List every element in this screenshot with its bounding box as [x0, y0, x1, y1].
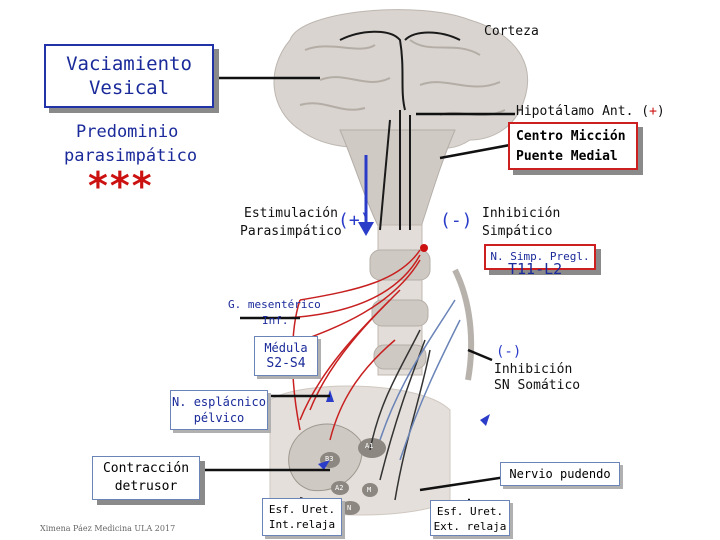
esf-ext-line2: Ext. relaja [433, 520, 507, 533]
nervio-pudendo-box: Nervio pudendo [500, 462, 620, 486]
cortical-pathways [339, 30, 461, 231]
esf-ext-line1: Esf. Uret. [436, 505, 504, 518]
centro-miccion-box: Centro Micción Puente Medial [508, 122, 638, 170]
esplacnico-box: N. esplácnico pélvico [170, 390, 268, 430]
contraccion-line1: Contracción [102, 461, 190, 476]
brain-illustration [273, 9, 529, 231]
t11-label: T11-L2 [508, 260, 563, 278]
somatic-nerve-paths [369, 329, 431, 501]
inhibicion-sn-line2: SN Somático [494, 378, 581, 393]
corteza-label: Corteza [484, 24, 539, 39]
title-box: Vaciamiento Vesical [44, 44, 214, 108]
medula-line2: S2-S4 [266, 356, 306, 371]
estimulacion-line2: Parasimpático [240, 224, 342, 239]
blue-down-arrow [358, 155, 374, 236]
hipotalamo-label: Hipotálamo Ant. (+) [516, 104, 665, 119]
inhibicion-line1: Inhibición [482, 206, 561, 221]
minus-somatico: (-) [496, 344, 522, 360]
medula-box: Médula S2-S4 [254, 336, 318, 376]
receptor-n-label: N [347, 504, 352, 512]
spinal-cord-illustration [369, 224, 475, 381]
hipotalamo-sign: + [649, 104, 657, 119]
centro-line1: Centro Micción [516, 129, 626, 144]
receptor-m-shape [362, 483, 378, 497]
g-mesenterico-line1: G. mesentérico [228, 298, 321, 311]
esf-int-line2: Int.relaja [268, 518, 336, 531]
plus-sign: (+) [338, 210, 371, 231]
priority-stars: *** [88, 164, 154, 208]
predominio-line2: parasimpático [64, 146, 198, 166]
n-simp-box: N. Simp. Pregl. [484, 244, 596, 270]
hipotalamo-prefix: Hipotálamo Ant. ( [516, 104, 650, 119]
t11-red-marker [420, 244, 428, 252]
minus-sign: (-) [440, 210, 473, 231]
esf-int-box: Esf. Uret. Int.relaja [262, 498, 342, 536]
receptor-a2-shape [331, 481, 349, 495]
receptor-a1-label: A1 [365, 442, 374, 450]
esplacnico-line2: pélvico [193, 411, 245, 425]
sympathetic-nerve-paths [379, 299, 461, 461]
receptor-b3-label: B3 [325, 455, 334, 463]
esf-int-line1: Esf. Uret. [268, 503, 336, 516]
g-mesenterico-line2: Inf. [262, 314, 289, 327]
estimulacion-line1: Estimulación [244, 206, 338, 221]
inhibicion-sn-line1: Inhibición [494, 362, 573, 377]
centro-line2: Puente Medial [516, 149, 618, 164]
pointer-lines [200, 76, 515, 502]
title-line2: Vesical [88, 77, 170, 99]
receptor-n-shape [340, 501, 360, 515]
predominio-line1: Predominio [76, 122, 179, 142]
medula-line1: Médula [264, 341, 308, 355]
contraccion-box: Contracción detrusor [92, 456, 200, 500]
receptor-a2-label: A2 [335, 484, 344, 492]
esplacnico-line1: N. esplácnico [172, 395, 266, 409]
title-line1: Vaciamiento [66, 53, 192, 75]
contraccion-line2: detrusor [114, 479, 178, 494]
receptor-m-label: M [367, 486, 372, 494]
esf-ext-box: Esf. Uret. Ext. relaja [430, 500, 510, 536]
inhibicion-line2: Simpático [482, 224, 553, 239]
bladder-illustration [269, 385, 451, 516]
receptor-a1-shape [358, 438, 386, 458]
credit-text: Ximena Páez Medicina ULA 2017 [40, 524, 176, 533]
hipotalamo-suffix: ) [656, 104, 665, 119]
